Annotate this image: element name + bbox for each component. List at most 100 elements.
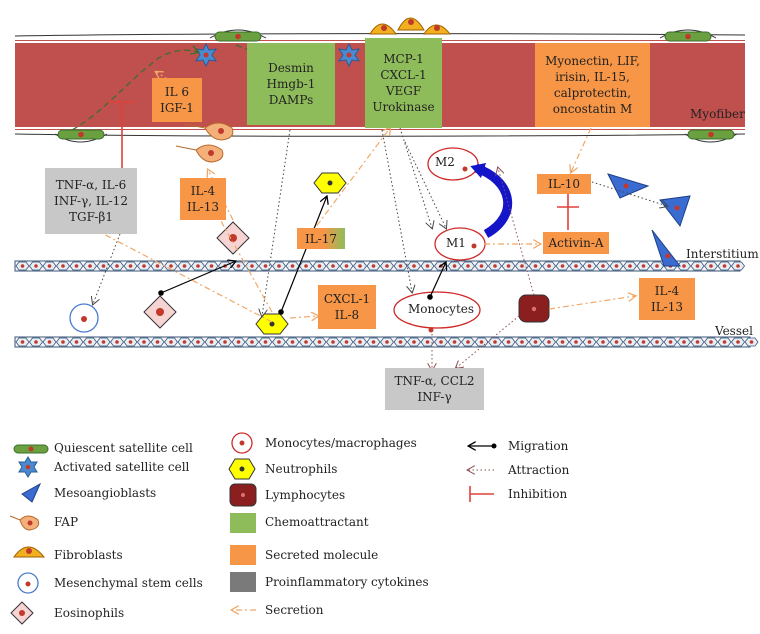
box-il6-igf1: IL 6 IGF-1 [152, 78, 202, 122]
capillary-cell-nucleus [317, 340, 322, 344]
capillary-cell-nucleus [61, 340, 65, 344]
capillary-cell-nucleus [722, 264, 727, 268]
capillary-cell-nucleus [385, 340, 389, 344]
neutrophil-migration-origin [278, 309, 284, 315]
eosinophil-icon [10, 601, 34, 625]
capillary-cell-nucleus [466, 340, 470, 344]
capillary-cell-nucleus [398, 264, 403, 268]
box-il4-il13-vessel: IL-4 IL-13 [639, 278, 695, 320]
capillary-cell-nucleus [277, 340, 281, 344]
capillary-cell-nucleus [520, 340, 524, 344]
capillary-cell-nucleus [533, 340, 538, 344]
fap-cell-2 [175, 144, 224, 163]
mesenchymal-stem-cell-icon [17, 572, 39, 594]
capillary-cell-nucleus [236, 340, 241, 344]
capillary-cell-nucleus [20, 264, 25, 268]
fap-cell-1 [184, 122, 234, 141]
mesoangioblast-1 [607, 173, 650, 199]
capillary-cell-nucleus [250, 264, 254, 268]
legend-label-activated-satellite-cell: Activated satellite cell [54, 460, 190, 474]
capillary-cell-nucleus [101, 340, 106, 344]
capillary-cell-nucleus [142, 340, 146, 344]
activated-satellite-cell-icon [18, 456, 38, 478]
chemoattractant-swatch [230, 513, 256, 533]
capillary-cell-nucleus [115, 340, 119, 344]
capillary-cell-nucleus [196, 264, 200, 268]
monocyte-migration-origin [427, 294, 433, 300]
capillary-cell-nucleus [304, 340, 308, 344]
capillary-cell-nucleus [439, 264, 443, 268]
legend-label-lymphocytes: Lymphocytes [265, 488, 346, 502]
attraction-arrows [93, 127, 667, 316]
capillary-cell-nucleus [344, 264, 349, 268]
capillary-cell-nucleus [412, 264, 416, 268]
capillary-cell-nucleus [196, 340, 200, 344]
capillary-cell-nucleus [560, 340, 565, 344]
capillary-cell-nucleus [88, 264, 92, 268]
capillary-cell-nucleus [560, 264, 565, 268]
legend-label-quiescent-satellite-cell: Quiescent satellite cell [54, 441, 193, 455]
capillary-cell-nucleus [209, 340, 214, 344]
monocyte-migration-arrow [429, 262, 446, 298]
fibroblast-cluster [369, 17, 452, 35]
capillary-cell-nucleus [641, 264, 646, 268]
capillary-cell-nucleus [493, 340, 497, 344]
mesoangioblast-3 [651, 229, 682, 267]
inhibition-icon [469, 486, 494, 502]
capillary-cell-nucleus [628, 340, 632, 344]
fibroblast-icon [13, 546, 46, 558]
quiescent-satellite-cell-bottom-right [684, 129, 738, 143]
capillary-cell-nucleus [425, 264, 430, 268]
capillary-cell-nucleus [506, 264, 511, 268]
capillary-cell-nucleus [709, 340, 713, 344]
capillary-cell-nucleus [88, 340, 92, 344]
legend-label-fibroblasts: Fibroblasts [54, 548, 123, 562]
legend-label-attraction: Attraction [508, 463, 570, 477]
capillary-cell-nucleus [520, 264, 524, 268]
capillary-cell-nucleus [371, 264, 376, 268]
capillary-cell-nucleus [128, 340, 133, 344]
capillary-cell-nucleus [614, 340, 619, 344]
capillary-cell-nucleus [682, 340, 686, 344]
capillary-cell-nucleus [452, 264, 457, 268]
capillary-cell-nucleus [34, 340, 38, 344]
label-monocytes: Monocytes [408, 302, 475, 316]
capillary-cell-nucleus [398, 340, 403, 344]
capillary-cell-nucleus [371, 340, 376, 344]
neutrophil-icon [228, 458, 256, 480]
box-tnfa-il6-infg-il12-tgfb1: TNF-α, IL-6 INF-γ, IL-12 TGF-β1 [45, 168, 137, 234]
eosinophil-vessel [143, 295, 177, 329]
capillary-cell-nucleus [169, 340, 173, 344]
capillary-cell-nucleus [236, 264, 241, 268]
capillary-cell-nucleus [277, 264, 281, 268]
capillary-cell-nucleus [331, 340, 335, 344]
capillary-cell-nucleus [263, 264, 268, 268]
capillary-cell-nucleus [452, 340, 457, 344]
capillary-cell-nucleus [547, 264, 551, 268]
legend-label-chemoattractant: Chemoattractant [265, 515, 369, 529]
capillary-cell-nucleus [682, 264, 686, 268]
capillary-cell-nucleus [493, 264, 497, 268]
label-m1: M1 [446, 236, 466, 250]
fap-icon [9, 515, 40, 531]
quiescent-satellite-cell-icon [13, 444, 49, 454]
capillary-cell-nucleus [668, 340, 673, 344]
capillary-cell-nucleus [169, 264, 173, 268]
box-desmin-hmgb1-damps: Desmin Hmgb-1 DAMPs [247, 43, 335, 125]
migration-arrow-icon [468, 444, 497, 449]
legend-label-neutrophils: Neutrophils [265, 462, 338, 476]
capillary-cell-nucleus [601, 340, 605, 344]
m1-to-m2-polarization-arrow [470, 162, 513, 238]
capillary-cell-nucleus [574, 340, 578, 344]
label-m2: M2 [435, 155, 455, 169]
capillary-cell-nucleus [74, 264, 79, 268]
capillary-cell-nucleus [101, 264, 106, 268]
capillary-cell-nucleus [736, 340, 740, 344]
capillary-cell-nucleus [641, 340, 646, 344]
eosinophil-interstitium [216, 221, 250, 255]
capillary-cell-nucleus [655, 340, 659, 344]
box-il17: IL-17 [297, 228, 345, 249]
capillary-cell-nucleus [304, 264, 308, 268]
box-tnfa-ccl2-infg: TNF-α, CCL2 INF-γ [385, 368, 484, 410]
inhibition-line-il10 [557, 194, 579, 230]
